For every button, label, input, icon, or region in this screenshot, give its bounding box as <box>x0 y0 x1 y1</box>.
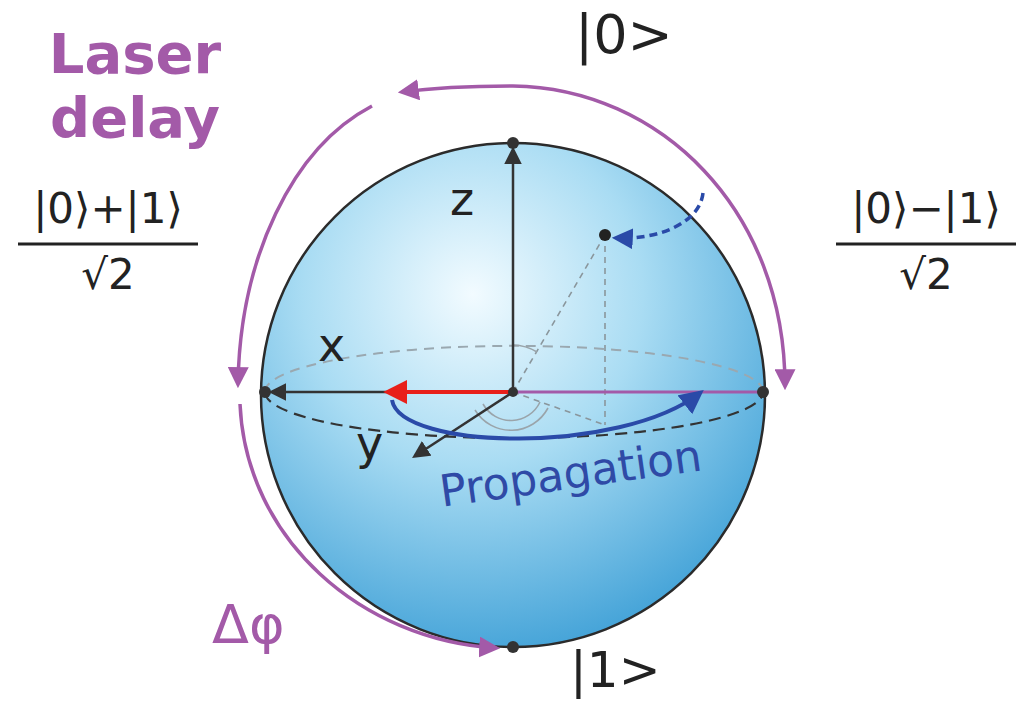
center-dot <box>508 387 518 397</box>
state-arrow <box>616 193 703 238</box>
state-ket: |0> <box>575 8 673 62</box>
x-axis <box>272 391 513 394</box>
theta-angle <box>513 345 537 352</box>
pole-dot <box>507 137 519 149</box>
fraction-bar <box>836 243 1016 246</box>
projection-guide <box>513 392 605 425</box>
sphere <box>261 143 765 647</box>
phase-label: Δφ <box>212 598 285 652</box>
propagation-arrow <box>392 393 700 439</box>
final-state-vector <box>513 391 763 394</box>
z-axis <box>512 150 515 392</box>
initial-state-vector <box>388 390 513 394</box>
state-guide <box>513 235 605 392</box>
y-axis <box>415 392 513 456</box>
laser-delay-arc <box>402 86 785 386</box>
process-label: Propagation <box>437 433 704 513</box>
equator-dot <box>259 386 271 398</box>
phi-angle <box>475 408 548 430</box>
axis-label: y <box>356 420 383 466</box>
process-label: Laser delay <box>15 22 255 151</box>
fraction-bar <box>18 243 198 246</box>
laser-delay-arc <box>238 106 372 384</box>
state-ket: |1> <box>570 645 661 695</box>
axis-label: z <box>450 176 474 222</box>
fraction-denominator: √2 <box>826 254 1026 296</box>
axis-label: x <box>318 322 345 368</box>
state-dot <box>599 229 611 241</box>
fraction-numerator: |0⟩+|1⟩ <box>8 188 208 230</box>
equator-dot <box>757 386 769 398</box>
pole-dot <box>507 641 519 653</box>
projection-guide <box>604 235 606 425</box>
equator-front <box>265 392 763 438</box>
fraction-numerator: |0⟩−|1⟩ <box>826 188 1026 230</box>
fraction-denominator: √2 <box>8 254 208 296</box>
